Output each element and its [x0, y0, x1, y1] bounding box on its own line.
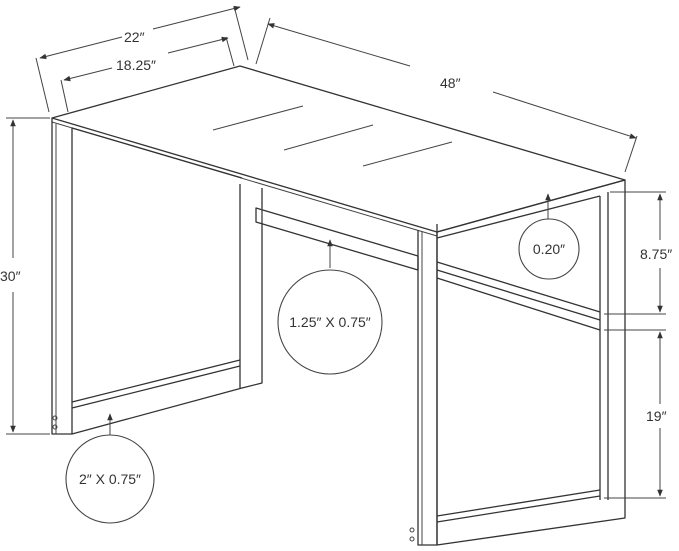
crossbar-profile-label: 1.25″ X 0.75″	[289, 314, 371, 330]
right-front-leg	[417, 230, 438, 546]
height-label: 30″	[0, 268, 21, 284]
apron-height-label: 8.75″	[640, 246, 672, 262]
overall-depth-label: 22″	[124, 29, 145, 45]
top-depth-label: 18.25″	[116, 57, 156, 73]
left-front-leg	[51, 118, 263, 435]
dimension-top-depth: 18.25″	[60, 36, 235, 113]
dimension-overall-depth: 22″	[35, 5, 249, 113]
glass-reflection-mark	[362, 141, 453, 167]
glass-reflection-mark	[212, 105, 304, 131]
callout-crossbar-profile: 1.25″ X 0.75″	[277, 239, 383, 375]
dimension-apron-height: 8.75″	[604, 191, 672, 315]
top-thickness-label: 0.20″	[533, 241, 565, 257]
width-label: 48″	[440, 75, 461, 91]
glass-reflection-mark	[283, 124, 374, 151]
desk-outline	[51, 65, 626, 546]
dimension-lower-clearance: 19″	[604, 329, 667, 499]
lower-clearance-label: 19″	[646, 408, 667, 424]
dimension-height: 30″	[0, 117, 50, 435]
callout-leg-profile: 2″ X 0.75″	[65, 413, 155, 524]
dimension-width: 48″	[255, 17, 638, 173]
callout-top-thickness: 0.20″	[518, 193, 580, 280]
leg-profile-label: 2″ X 0.75″	[79, 471, 141, 487]
crossbar	[255, 207, 419, 271]
